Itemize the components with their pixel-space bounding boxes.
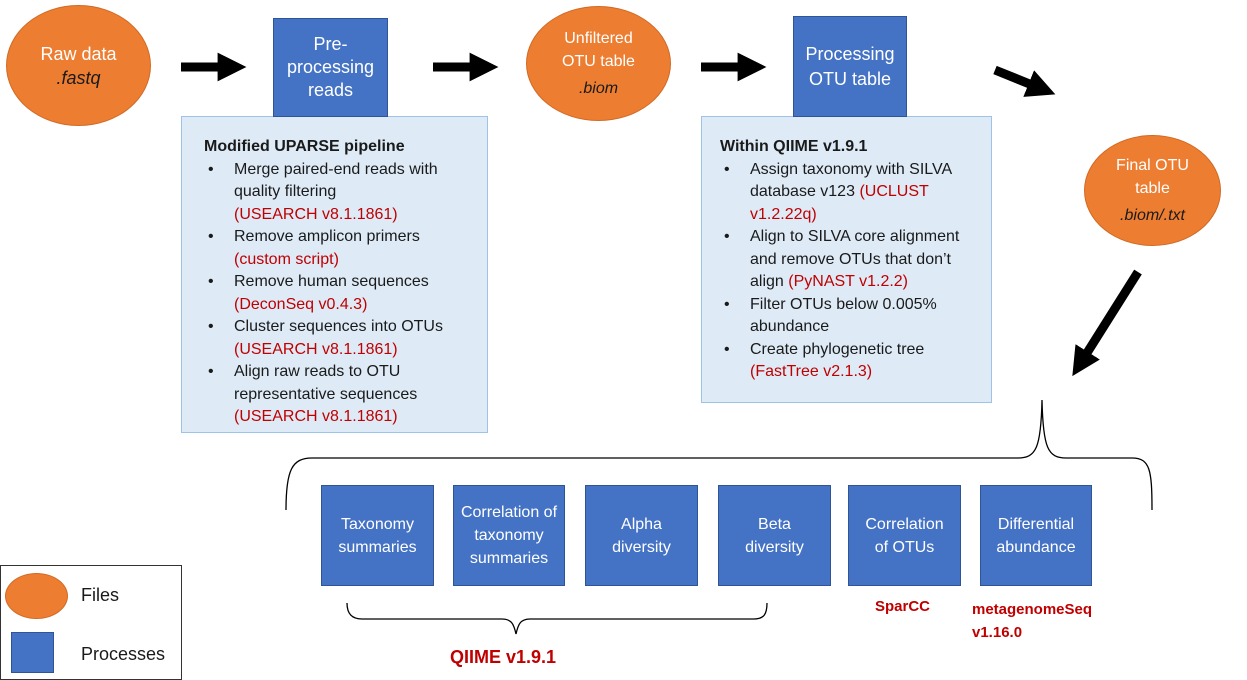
arrow-5 <box>1072 269 1142 377</box>
qiime-tool-label: QIIME v1.9.1 <box>450 647 557 667</box>
analysis-label: Taxonomy summaries <box>338 515 417 556</box>
qiime-list: Assign taxonomy with SILVA database v123… <box>720 159 979 384</box>
qiime-item: Align to SILVA core alignment and remove… <box>720 226 979 294</box>
analysis-correlation-taxonomy: Correlation of taxonomy summaries <box>453 485 565 586</box>
uparse-heading: Modified UPARSE pipeline <box>204 138 405 155</box>
uparse-item-text: Align raw reads to OTU representative se… <box>234 363 418 403</box>
preprocessing-process: Pre-processing reads <box>273 18 388 117</box>
sparcc-tool-label: SparCC <box>875 598 931 615</box>
qiime-item-tool: (FastTree v2.1.3) <box>750 363 873 380</box>
uparse-item: Align raw reads to OTU representative se… <box>204 361 477 429</box>
unfiltered-otu-ext: .biom <box>578 80 619 97</box>
final-otu-ext: .biom/.txt <box>1120 207 1185 224</box>
uparse-item-tool: (custom script) <box>234 250 339 268</box>
uparse-item-tool: (USEARCH v8.1.1861) <box>234 205 398 223</box>
metagenomeseq-tool-label: metagenomeSeq v1.16.0 <box>972 601 1093 641</box>
uparse-info-box: Modified UPARSE pipeline Merge paired-en… <box>181 116 488 433</box>
analyses-brace <box>285 399 1153 511</box>
uparse-item: Merge paired-end reads with quality filt… <box>204 159 477 227</box>
legend-files-label: Files <box>81 585 120 605</box>
qiime-item-text: Filter OTUs below 0.005% abundance <box>750 295 937 336</box>
uparse-item-text: Remove human sequences <box>234 273 429 290</box>
qiime-item-tool: (PyNAST v1.2.2) <box>788 273 909 290</box>
uparse-item-text: Merge paired-end reads with quality filt… <box>234 160 438 201</box>
analysis-differential-abundance: Differential abundance <box>980 485 1092 586</box>
analysis-taxonomy-summaries: Taxonomy summaries <box>321 485 434 586</box>
unfiltered-otu-file: Unfiltered OTU table .biom <box>526 6 671 121</box>
uparse-item-tool: (DeconSeq v0.4.3) <box>234 295 368 313</box>
analysis-label: Beta diversity <box>745 515 804 556</box>
final-otu-title: Final OTU table <box>1116 157 1189 197</box>
qiime-item-text: Align to SILVA core alignment and remove… <box>750 228 960 290</box>
analysis-label: Correlation of OTUs <box>865 515 944 556</box>
analysis-alpha-diversity: Alpha diversity <box>585 485 698 586</box>
processing-otu-label: Processing OTU table <box>805 43 895 89</box>
uparse-item-text: Cluster sequences into OTUs <box>234 318 443 335</box>
uparse-item-text: Remove amplicon primers <box>234 228 420 245</box>
uparse-item: Cluster sequences into OTUs (USEARCH v8.1… <box>204 316 477 361</box>
legend: Files Processes <box>0 565 182 680</box>
raw-data-title: Raw data <box>40 43 117 64</box>
qiime-item-tool: (UCLUST v1.2.22q) <box>750 183 929 223</box>
qiime-item: Filter OTUs below 0.005% abundance <box>720 294 979 339</box>
analysis-label: Differential abundance <box>996 515 1076 556</box>
uparse-list: Merge paired-end reads with quality filt… <box>204 159 477 429</box>
legend-processes-label: Processes <box>81 644 166 664</box>
uparse-item: Remove human sequences (DeconSeq v0.4.3) <box>204 271 477 316</box>
processing-otu-process: Processing OTU table <box>793 16 907 117</box>
qiime-info-box: Within QIIME v1.9.1 Assign taxonomy with… <box>701 116 992 403</box>
analysis-label: Alpha diversity <box>612 515 671 556</box>
final-otu-file: Final OTU table .biom/.txt <box>1084 135 1221 246</box>
legend-process-swatch <box>11 632 54 673</box>
unfiltered-otu-title: Unfiltered OTU table <box>562 30 635 70</box>
uparse-item: Remove amplicon primers (custom script) <box>204 226 477 271</box>
analysis-correlation-otus: Correlation of OTUs <box>848 485 961 586</box>
analysis-label: Correlation of taxonomy summaries <box>460 504 558 567</box>
raw-data-ext: .fastq <box>56 67 101 88</box>
qiime-heading: Within QIIME v1.9.1 <box>720 138 868 155</box>
arrow-4 <box>993 65 1056 97</box>
qiime-item: Assign taxonomy with SILVA database v123… <box>720 159 979 227</box>
qiime-item-text: Create phylogenetic tree <box>750 340 925 358</box>
uparse-item-tool: (USEARCH v8.1.1861) <box>234 340 398 358</box>
analysis-beta-diversity: Beta diversity <box>718 485 831 586</box>
uparse-item-tool: (USEARCH v8.1.1861) <box>234 408 398 425</box>
preprocessing-label: Pre-processing reads <box>286 34 375 100</box>
raw-data-file: Raw data .fastq <box>6 5 151 126</box>
qiime-item: Create phylogenetic tree (FastTree v2.1.3… <box>720 339 979 384</box>
qiime-item-text: Assign taxonomy with SILVA database v123 <box>750 160 952 201</box>
legend-file-swatch <box>5 573 68 619</box>
qiime-brace <box>346 602 768 635</box>
